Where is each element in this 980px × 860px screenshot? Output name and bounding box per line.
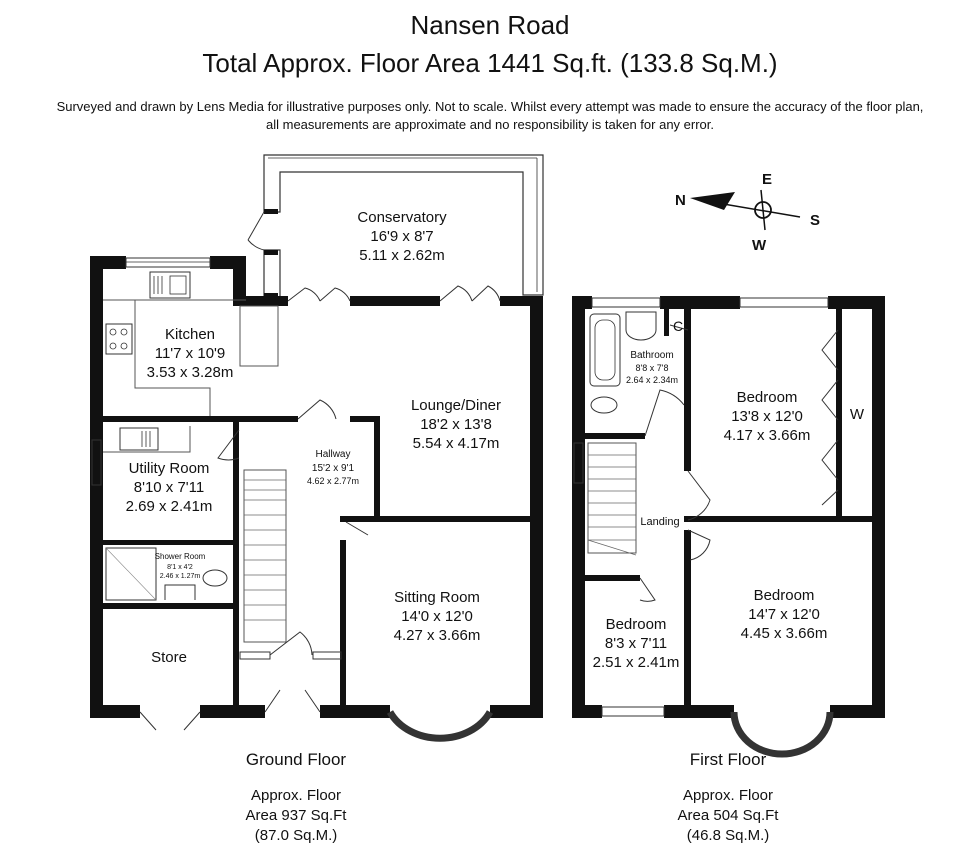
lounge-metric: 5.54 x 4.17m [413, 435, 500, 452]
ground-floor-area-line3: (87.0 Sq.M.) [254, 827, 338, 844]
compass-e: E [762, 171, 772, 188]
compass-rose: N E S W [675, 171, 820, 254]
sitting-imperial: 14'0 x 12'0 [401, 608, 473, 625]
hallway-name: Hallway [315, 449, 350, 460]
bedroom1-imperial: 13'8 x 12'0 [731, 408, 803, 425]
ground-floor-caption: Ground Floor Approx. Floor Area 937 Sq.F… [196, 750, 396, 846]
bedroom2-imperial: 14'7 x 12'0 [748, 606, 820, 623]
shower-metric: 2.46 x 1.27m [160, 573, 201, 580]
first-floor-area-line2: Area 504 Sq.Ft [677, 807, 779, 824]
bedroom3-metric: 2.51 x 2.41m [593, 654, 680, 671]
kitchen-metric: 3.53 x 3.28m [147, 364, 234, 381]
compass-w: W [752, 237, 767, 254]
disclaimer-line-2: all measurements are approximate and no … [266, 117, 714, 132]
sitting-name: Sitting Room [394, 589, 480, 606]
conservatory-name: Conservatory [357, 209, 447, 226]
bedroom3-imperial: 8'3 x 7'11 [605, 635, 667, 652]
ground-floor-area-line1: Approx. Floor [250, 787, 342, 804]
ground-floor-area-line2: Area 937 Sq.Ft [245, 807, 347, 824]
bedroom1-name: Bedroom [737, 389, 798, 406]
kitchen-imperial: 11'7 x 10'9 [155, 345, 226, 362]
conservatory-metric: 5.11 x 2.62m [359, 247, 445, 264]
cupboard-label: C [673, 318, 683, 334]
bathroom-name: Bathroom [630, 350, 673, 361]
wardrobe-label: W [850, 406, 865, 423]
landing-name: Landing [640, 516, 679, 528]
first-floor-area-line1: Approx. Floor [682, 787, 774, 804]
bedroom2-name: Bedroom [754, 587, 815, 604]
store-name: Store [151, 649, 187, 666]
shower-name: Shower Room [155, 552, 206, 561]
shower-imperial: 8'1 x 4'2 [167, 564, 193, 571]
hallway-imperial: 15'2 x 9'1 [312, 463, 355, 474]
sitting-metric: 4.27 x 3.66m [394, 627, 481, 644]
hallway-metric: 4.62 x 2.77m [307, 476, 359, 486]
disclaimer-line-1: Surveyed and drawn by Lens Media for ill… [56, 99, 924, 114]
ground-floor-name: Ground Floor [245, 750, 347, 769]
lounge-imperial: 18'2 x 13'8 [420, 416, 492, 433]
bedroom3-name: Bedroom [606, 616, 667, 633]
utility-metric: 2.69 x 2.41m [126, 498, 213, 515]
lounge-name: Lounge/Diner [411, 397, 501, 414]
bedroom1-metric: 4.17 x 3.66m [724, 427, 811, 444]
bedroom2-metric: 4.45 x 3.66m [741, 625, 828, 642]
first-floor-caption: First Floor Approx. Floor Area 504 Sq.Ft… [628, 750, 828, 846]
conservatory-imperial: 16'9 x 8'7 [370, 228, 433, 245]
utility-name: Utility Room [129, 460, 210, 477]
first-floor-name: First Floor [689, 750, 767, 769]
utility-imperial: 8'10 x 7'11 [134, 479, 205, 496]
first-floor-area-line3: (46.8 Sq.M.) [686, 827, 770, 844]
compass-s: S [810, 212, 820, 229]
first-floor-plan [572, 296, 885, 758]
page-subtitle: Total Approx. Floor Area 1441 Sq.ft. (13… [202, 48, 778, 78]
page-title: Nansen Road [410, 10, 570, 40]
bathroom-metric: 2.64 x 2.34m [626, 375, 678, 385]
bathroom-imperial: 8'8 x 7'8 [636, 363, 669, 373]
compass-n: N [675, 192, 686, 209]
ground-floor-plan [90, 154, 544, 742]
kitchen-name: Kitchen [165, 326, 215, 343]
